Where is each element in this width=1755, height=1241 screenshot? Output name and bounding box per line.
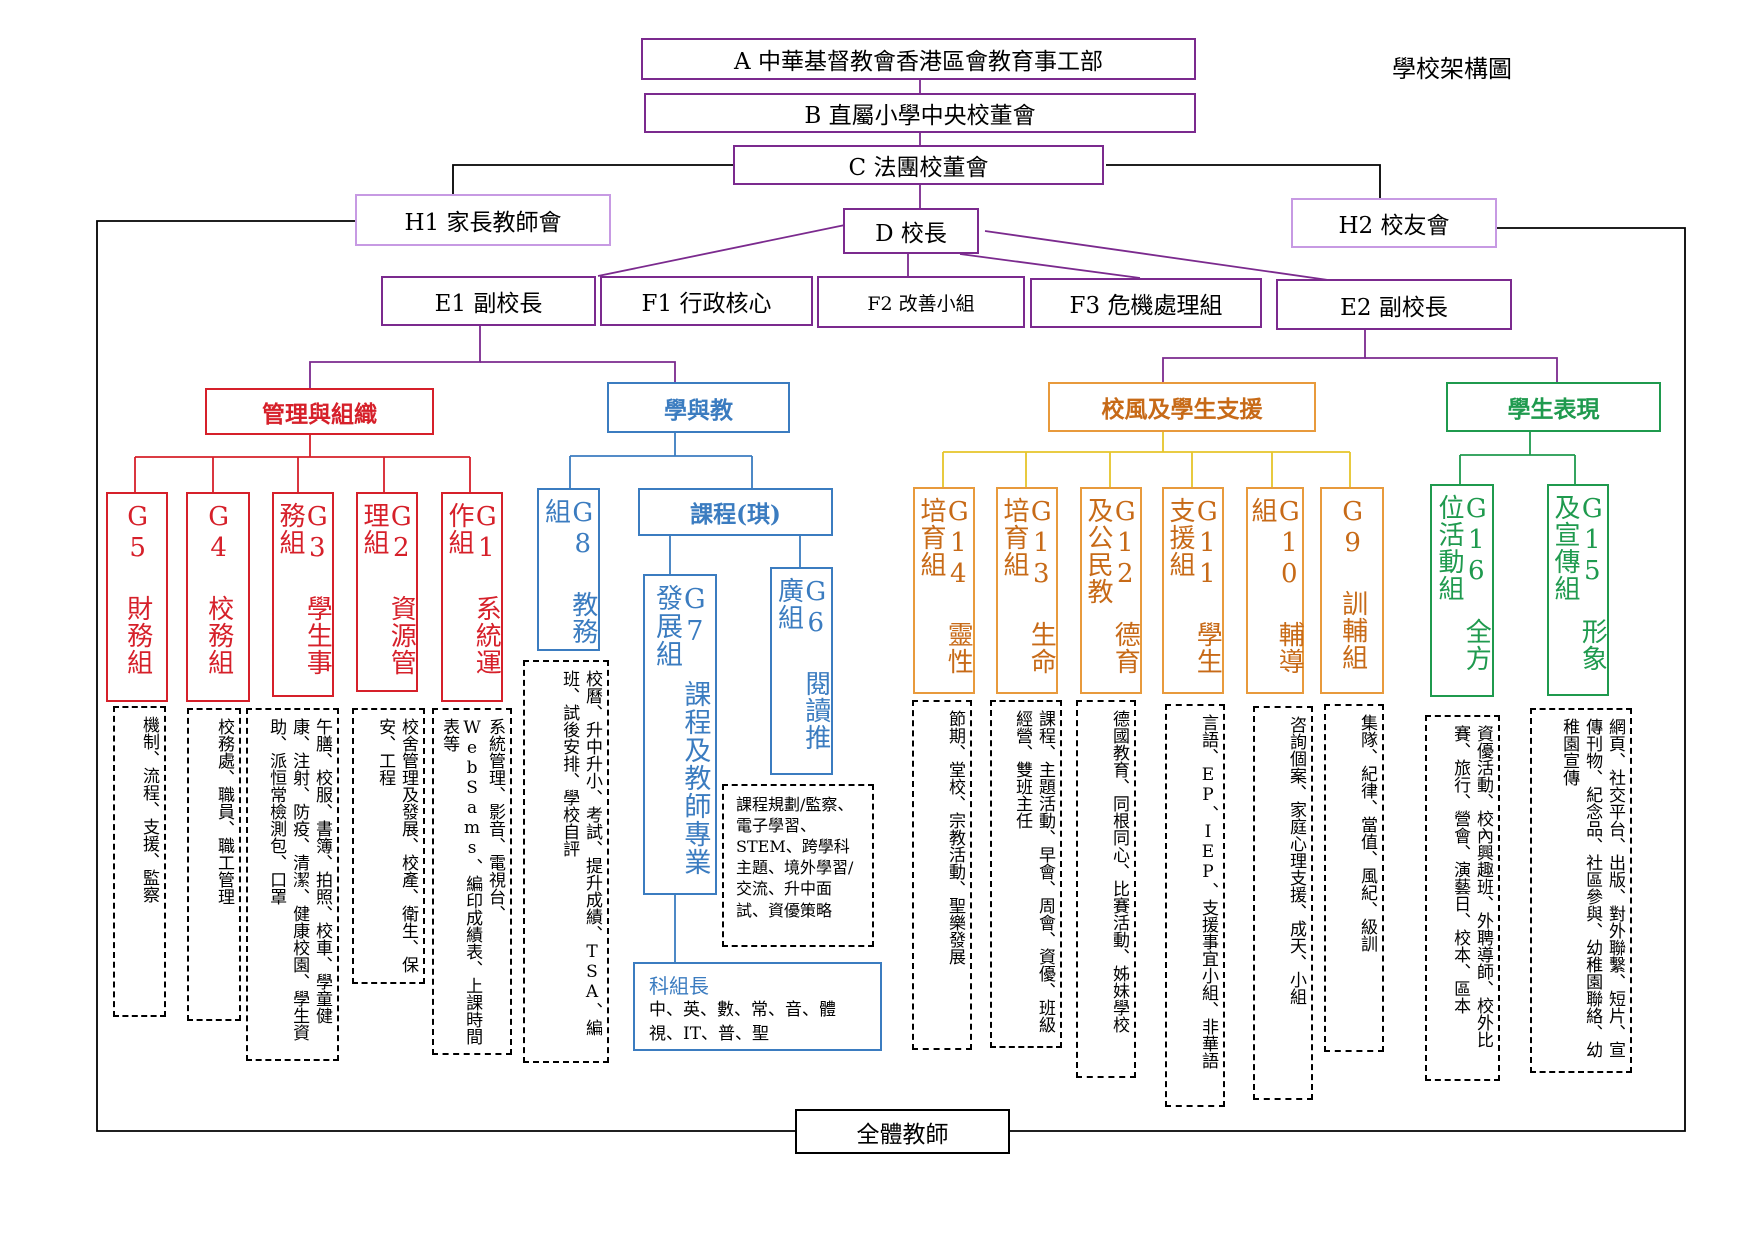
group-g11: G11 學生支援組	[1162, 487, 1224, 694]
duties-g10: 咨詢個案、家庭心理支援、成天、小組	[1253, 706, 1313, 1100]
group-g2: G2 資源管理組	[356, 492, 418, 692]
category-mgmt: 管理與組織	[205, 388, 434, 435]
node-h1: H1 家長教師會	[355, 194, 611, 246]
category-perf: 學生表現	[1446, 382, 1661, 432]
duties-g11: 言語、EP、IEP、支援事宜小組、非華語	[1165, 704, 1225, 1107]
group-g15: G15 形象及宣傳組	[1547, 484, 1609, 696]
duties-g16: 資優活動、校內興趣班、外聘導師、校外比賽、旅行、營會、演藝日、校本、區本	[1425, 715, 1500, 1081]
group-g14: G14 靈性培育組	[913, 487, 975, 694]
node-f2: F2 改善小組	[817, 276, 1025, 328]
curriculum-box: 課程(琪)	[638, 488, 833, 536]
duties-g6: 課程規劃/監察、電子學習、STEM、跨學科主題、境外學習/交流、升中面試、資優策…	[722, 784, 874, 947]
node-e2: E2 副校長	[1276, 279, 1512, 330]
group-g10: G10 輔導組	[1246, 487, 1304, 694]
group-g13: G13 生命培育組	[996, 487, 1058, 694]
node-c: C 法團校董會	[733, 145, 1104, 185]
node-a: A 中華基督教會香港區會教育事工部	[641, 38, 1196, 80]
node-h2: H2 校友會	[1291, 198, 1497, 248]
node-e1: E1 副校長	[381, 276, 596, 326]
duties-g13: 課程、主題活動、早會、周會、資優、班級經營、雙班主任	[990, 700, 1062, 1048]
group-g5: G5 財務組	[106, 492, 168, 702]
group-g6: G6 閱讀推廣組	[770, 567, 833, 775]
group-g3: G3 學生事務組	[272, 492, 334, 697]
page-title: 學校架構圖	[1392, 55, 1512, 83]
group-g7: G7 課程及教師專業發展組	[643, 574, 717, 895]
duties-g12: 德國教育、同根同心、比賽活動、姊妹學校	[1076, 700, 1136, 1078]
duties-g14: 節期、堂校、宗教活動、聖樂發展	[912, 700, 972, 1050]
group-g8: G8 教務組	[537, 488, 600, 651]
duties-g15: 網頁、社交平台、出版、對外聯繫、短片、宣傳刊物、紀念品、社區參與、幼稚園聯絡、幼…	[1530, 708, 1632, 1073]
subject-heads-box: 科組長 中、英、數、常、音、體視、IT、普、聖	[633, 962, 882, 1051]
group-g1: G1 系統運作組	[441, 492, 503, 702]
duties-g2: 校舍管理及發展、校產、衛生、保安、工程	[352, 708, 425, 984]
duties-g5: 機制、流程、支援、監察	[113, 706, 166, 1017]
duties-g9: 集隊、紀律、當值、風紀、級訓	[1324, 704, 1384, 1052]
node-f3: F3 危機處理組	[1030, 278, 1262, 328]
group-g12: G12 德育及公民教	[1080, 487, 1142, 694]
group-g9: G9 訓輔組	[1320, 487, 1384, 694]
duties-g4: 校務處、職員、職工管理	[187, 708, 241, 1021]
duties-g3: 午膳、校服、書簿、拍照、校車、學童健康、注射、防疫、清潔、健康校園、學生資助、派…	[246, 708, 339, 1061]
category-learn: 學與教	[607, 382, 790, 433]
all-teachers-box: 全體教師	[795, 1109, 1010, 1154]
node-f1: F1 行政核心	[600, 276, 813, 326]
group-g16: G16 全方位活動組	[1430, 484, 1494, 697]
subject-heads-title: 科組長	[649, 974, 709, 998]
duties-g1: 系統管理、影音、電視台、WebSams、編印成績表、上課時間表等	[432, 708, 512, 1055]
node-b: B 直屬小學中央校董會	[644, 93, 1196, 133]
group-g4: G4 校務組	[186, 492, 250, 702]
category-ethos: 校風及學生支援	[1048, 382, 1316, 432]
duties-g8: 校曆、升中升小、考試、提升成績、TSA、編班、試後安排、學校自評	[523, 660, 609, 1063]
subject-heads-list: 中、英、數、常、音、體視、IT、普、聖	[649, 1000, 836, 1044]
node-d: D 校長	[843, 208, 979, 254]
